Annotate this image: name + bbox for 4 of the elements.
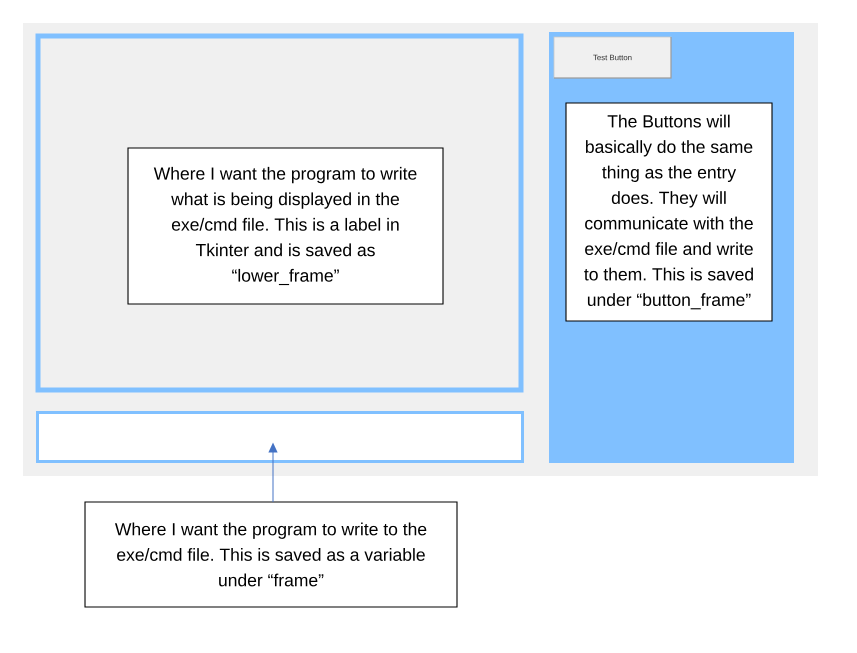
text-box: Where I want the program to write to the exe/cmd file. This is saved as a variable under “frame” [84, 501, 458, 608]
entry-field [36, 411, 524, 463]
text-box: Where I want the program to write what is being displayed in the exe/cmd file. This is a label in Tkinter and is saved as “lower_frame” [127, 147, 444, 305]
text-box: The Buttons will basically do the same thing as the entry does. They will communicate with the exe/cmd file and write to them. This is saved under “button_frame” [565, 102, 773, 322]
